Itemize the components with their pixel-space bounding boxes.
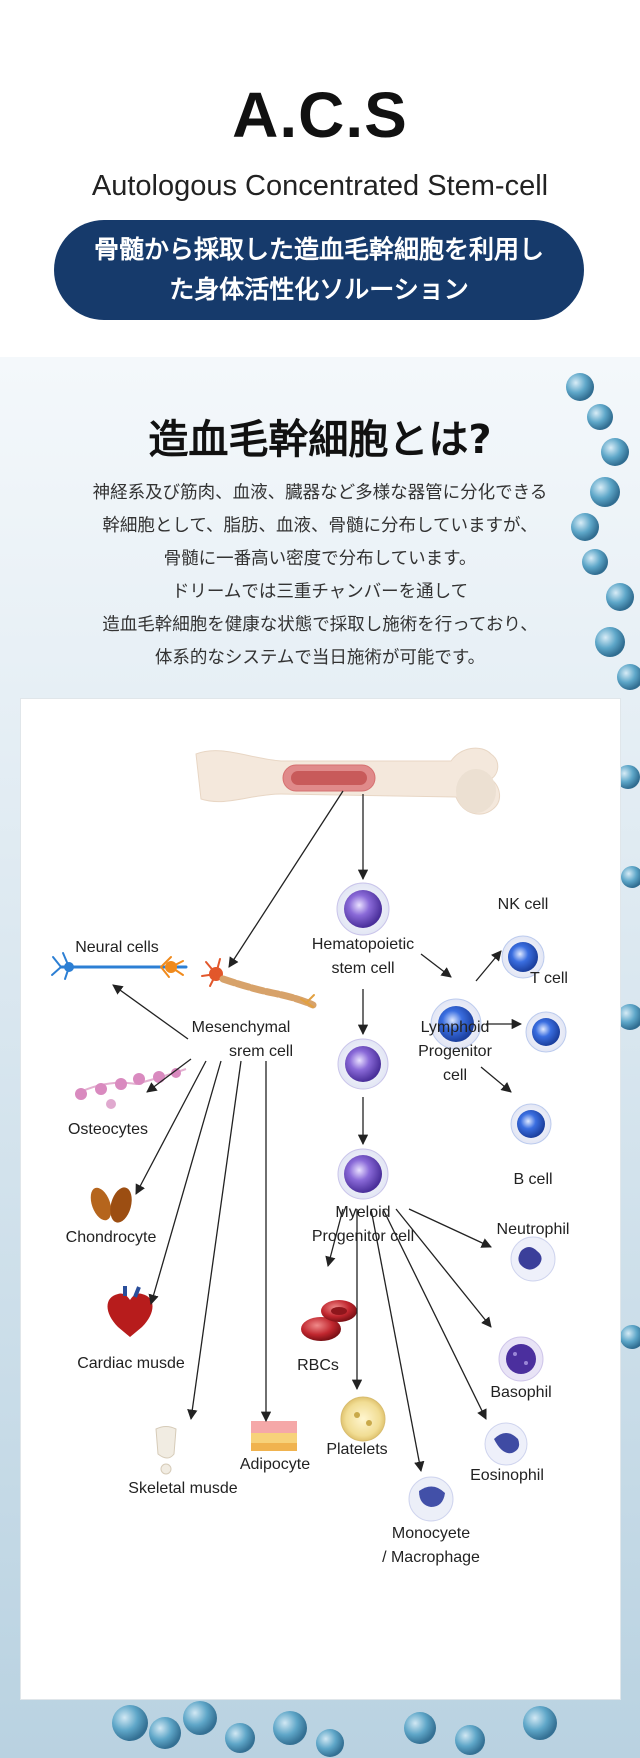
nk-cell-icon: [501, 935, 545, 979]
label-myeloid-2: Progenitor cell: [312, 1228, 414, 1245]
description-line: 造血毛幹細胞を健康な状態で採取し施術を行っており、: [102, 615, 538, 635]
diagram-arrows: [112, 790, 523, 1473]
description-line: 神経系及び筋肉、血液、臓器など多様な器管に分化できる: [92, 483, 548, 503]
label-skeletal: Skeletal musde: [128, 1480, 237, 1497]
eosinophil-icon: [484, 1422, 528, 1466]
mesenchymal-stem-cell-icon: [201, 958, 317, 1009]
osteocytes-icon: [75, 1068, 187, 1109]
description-line: ドリームでは三重チャンバーを通して: [171, 582, 469, 602]
label-neutrophil: Neutrophil: [497, 1221, 570, 1238]
bone-icon: [195, 747, 500, 815]
hematopoietic-stem-cell-icon: [336, 882, 390, 936]
description-line: 骨髄に一番高い密度で分布しています。: [163, 549, 477, 569]
description-line: 幹細胞として、脂肪、血液、骨髄に分布していますが、: [102, 516, 538, 536]
monocyte-macrophage-icon: [408, 1476, 454, 1522]
label-lymphoid-3: cell: [443, 1067, 467, 1084]
description-line: 体系的なシステムで当日施術が可能です。: [154, 648, 486, 668]
label-t-cell: T cell: [530, 970, 568, 987]
label-hematopoietic-1: Hematopoietic: [312, 936, 414, 953]
label-mesenchymal-2: srem cell: [229, 1043, 293, 1060]
chondrocyte-icon: [90, 1187, 132, 1223]
label-rbcs: RBCs: [297, 1357, 339, 1374]
label-adipocyte: Adipocyte: [240, 1456, 310, 1473]
label-monocyte-2: / Macrophage: [382, 1549, 480, 1566]
label-hematopoietic-2: stem cell: [331, 960, 394, 977]
tagline-line-2: た身体活性化ソルーション: [169, 275, 469, 304]
cardiac-muscle-icon: [107, 1286, 153, 1337]
diagram-canvas: Hematopoietic stem cell Mesenchymal srem…: [51, 747, 570, 1566]
neural-cells-icon: [51, 952, 188, 980]
label-osteocytes: Osteocytes: [68, 1121, 148, 1138]
dna-decoration-right-icon: [566, 373, 640, 1349]
label-eosinophil: Eosinophil: [470, 1467, 544, 1484]
neutrophil-icon: [510, 1236, 556, 1282]
label-myeloid-1: Myeloid: [335, 1204, 390, 1221]
tagline-line-1: 骨髄から採取した造血毛幹細胞を利用し: [93, 235, 544, 264]
label-b-cell: B cell: [513, 1171, 552, 1188]
tagline-pill: 骨髄から採取した造血毛幹細胞を利用し た身体活性化ソルーション: [54, 220, 584, 320]
header-section: A.C.S Autologous Concentrated Stem-cell …: [0, 0, 640, 357]
label-lymphoid-1: Lymphoid: [421, 1019, 490, 1036]
basophil-icon: [498, 1336, 544, 1382]
label-cardiac: Cardiac musde: [77, 1355, 185, 1372]
label-neural-cells: Neural cells: [75, 939, 159, 956]
label-nk-cell: NK cell: [498, 896, 549, 913]
stem-cell-section: 造血毛幹細胞とは? 神経系及び筋肉、血液、臓器など多様な器管に分化できる 幹細胞…: [0, 357, 640, 1758]
section-title: 造血毛幹細胞とは?: [148, 417, 492, 463]
myeloid-progenitor-cell-icon: [337, 1148, 389, 1200]
rbcs-icon: [301, 1300, 357, 1341]
lymphoid-progenitor-cell-icon: [430, 998, 482, 1050]
label-basophil: Basophil: [490, 1384, 551, 1401]
skeletal-muscle-icon: [155, 1426, 177, 1475]
platelets-icon: [340, 1396, 386, 1442]
brand-title: A.C.S: [232, 79, 408, 151]
adipocyte-icon: [251, 1421, 297, 1451]
dna-decoration-bottom-icon: [112, 1701, 557, 1757]
cell-differentiation-diagram: Hematopoietic stem cell Mesenchymal srem…: [20, 698, 621, 1700]
label-mesenchymal-1: Mesenchymal: [192, 1019, 291, 1036]
brand-subtitle: Autologous Concentrated Stem-cell: [91, 170, 549, 202]
section-description: 神経系及び筋肉、血液、臓器など多様な器管に分化できる 幹細胞として、脂肪、血液、…: [40, 477, 600, 675]
label-chondrocyte: Chondrocyte: [66, 1229, 157, 1246]
label-platelets: Platelets: [326, 1441, 387, 1458]
progenitor-cell-icon: [337, 1038, 389, 1090]
t-cell-icon: [525, 1011, 567, 1053]
b-cell-icon: [510, 1103, 552, 1145]
label-monocyte-1: Monocyete: [392, 1525, 470, 1542]
label-lymphoid-2: Progenitor: [418, 1043, 492, 1060]
